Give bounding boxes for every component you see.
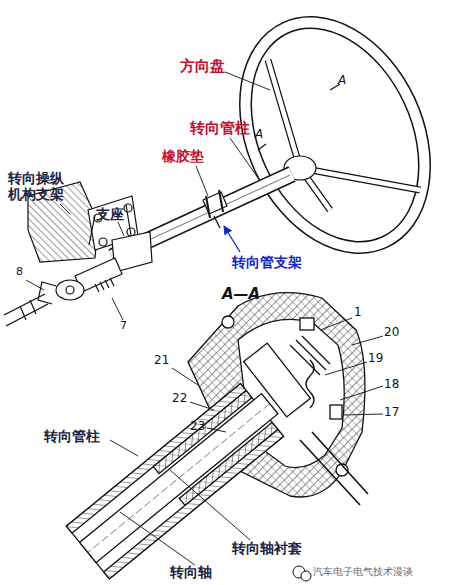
section-mark: A	[255, 128, 263, 142]
callout-number: 7	[120, 320, 127, 333]
part-name: 支座	[96, 206, 124, 222]
part-name: 转向操纵机构支架	[8, 170, 66, 202]
part-name: 转向管支架	[232, 254, 302, 270]
part-name: 转向轴	[170, 564, 212, 580]
watermark: 汽车电子电气技术漫谈	[313, 566, 413, 578]
part-name: 转向管柱	[190, 120, 250, 137]
callout-number: 17	[384, 406, 399, 420]
callout-number: 23	[190, 420, 205, 434]
callout-number: 22	[172, 392, 187, 406]
part-name: 转向轴衬套	[232, 540, 302, 556]
callout-number: 21	[154, 354, 169, 368]
callout-number: 8	[16, 266, 23, 279]
part-name: 方向盘	[180, 58, 225, 75]
section-title: A—A	[222, 286, 260, 303]
section-mark: A	[338, 74, 346, 88]
part-name: 转向管柱	[44, 428, 100, 444]
callout-number: 19	[368, 352, 383, 366]
callout-number: 20	[384, 326, 399, 340]
part-name: 橡胶垫	[162, 148, 204, 164]
callout-number: 18	[384, 378, 399, 392]
callout-number: 1	[354, 306, 362, 320]
